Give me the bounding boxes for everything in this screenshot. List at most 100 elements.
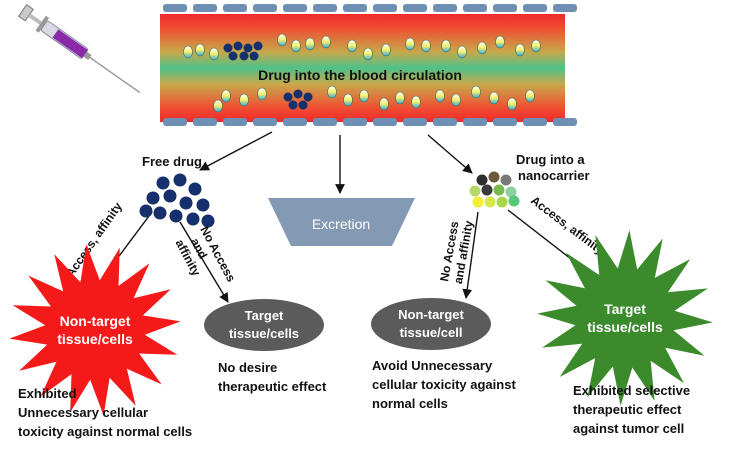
- vessel-wall-tile: [283, 4, 307, 12]
- arrow-free-no-access: [179, 221, 229, 303]
- vessel-wall-tile: [493, 4, 517, 12]
- red-blood-cell: [441, 39, 451, 53]
- free-drug-label: Free drug: [142, 154, 202, 169]
- red-blood-cell: [495, 35, 505, 49]
- svg-text:therapeutic effect: therapeutic effect: [218, 379, 327, 394]
- excretion-box: Excretion: [268, 198, 415, 246]
- blood-vessel: Drug into the blood circulation: [160, 4, 577, 126]
- vessel-wall-tile: [373, 118, 397, 126]
- nanocarrier-label: Drug into a nanocarrier: [516, 152, 590, 183]
- arrow-to-free-drug: [199, 131, 273, 171]
- vessel-wall-tile: [463, 4, 487, 12]
- svg-text:Non-target: Non-target: [398, 307, 464, 322]
- vessel-wall-tile: [373, 4, 397, 12]
- red-star-shape: [9, 244, 181, 416]
- svg-text:Drug into a: Drug into a: [516, 152, 585, 167]
- vessel-wall-tile: [163, 4, 187, 12]
- svg-text:against tumor cell: against tumor cell: [573, 421, 684, 436]
- red-blood-cell: [195, 43, 205, 57]
- nanocarrier-cluster: [469, 171, 520, 208]
- free-drug-cluster: [139, 173, 215, 228]
- free-drug-no-access-label: No Access and affinity: [173, 224, 239, 285]
- red-blood-cell: [451, 93, 461, 107]
- svg-text:tissue/cells: tissue/cells: [587, 319, 663, 335]
- svg-text:Target: Target: [245, 308, 284, 323]
- red-blood-cell: [277, 33, 287, 47]
- caption-nano-non-target: Avoid Unnecessary cellular toxicity agai…: [372, 358, 516, 411]
- red-blood-cell: [359, 89, 369, 103]
- vessel-label: Drug into the blood circulation: [258, 67, 462, 83]
- red-blood-cell: [239, 93, 249, 107]
- vessel-wall-tile: [433, 118, 457, 126]
- svg-text:Target: Target: [604, 301, 646, 317]
- vessel-wall-tile: [433, 4, 457, 12]
- ellipse-shape: [371, 298, 491, 350]
- red-blood-cell: [209, 47, 219, 61]
- svg-text:Avoid Unnecessary: Avoid Unnecessary: [372, 358, 493, 373]
- red-blood-cell: [507, 97, 517, 111]
- vessel-wall-tile: [223, 118, 247, 126]
- arrow-nano-no-access: [462, 211, 479, 299]
- vessel-wall-tile: [523, 118, 547, 126]
- vessel-wall-tile: [523, 4, 547, 12]
- vessel-wall-tile: [193, 4, 217, 12]
- red-blood-cell: [395, 91, 405, 105]
- red-blood-cell: [477, 41, 487, 55]
- vessel-wall-tile: [553, 4, 577, 12]
- red-blood-cell: [305, 37, 315, 51]
- vessel-wall-tile: [403, 4, 427, 12]
- svg-text:nanocarrier: nanocarrier: [518, 168, 590, 183]
- nanocarrier-access-label: Access, affinity: [528, 193, 607, 257]
- excretion-shape: [268, 198, 415, 246]
- svg-text:cellular toxicity against: cellular toxicity against: [372, 377, 516, 392]
- red-blood-cell: [183, 45, 193, 59]
- red-blood-cell: [221, 89, 231, 103]
- red-blood-cell: [405, 37, 415, 51]
- red-blood-cell: [343, 93, 353, 107]
- ellipse-shape: [204, 299, 324, 351]
- svg-text:Non-target: Non-target: [60, 313, 131, 329]
- vessel-wall-tile: [463, 118, 487, 126]
- arrow-to-nanocarrier: [427, 134, 473, 174]
- green-star-shape: [537, 230, 713, 406]
- red-blood-cell: [327, 85, 337, 99]
- svg-text:Exhibited selective: Exhibited selective: [573, 383, 690, 398]
- vessel-wall-tile: [193, 118, 217, 126]
- red-blood-cell: [515, 43, 525, 57]
- vessel-wall-tiles: [163, 4, 577, 126]
- drug-cluster-bottom: [283, 89, 313, 110]
- red-blood-cell: [421, 39, 431, 53]
- red-blood-cell: [321, 35, 331, 49]
- vessel-wall-tile: [223, 4, 247, 12]
- red-blood-cell: [435, 89, 445, 103]
- red-blood-cell: [213, 99, 223, 113]
- svg-text:toxicity against normal cells: toxicity against normal cells: [18, 424, 192, 439]
- vessel-wall-tile: [313, 118, 337, 126]
- red-blood-cell: [525, 89, 535, 103]
- svg-text:tissue/cells: tissue/cells: [57, 331, 133, 347]
- svg-text:No desire: No desire: [218, 360, 277, 375]
- nanocarrier-no-access-label: No Access and affinity: [437, 219, 476, 285]
- red-blood-cell: [347, 39, 357, 53]
- excretion-label: Excretion: [312, 216, 370, 232]
- red-blood-cell: [411, 95, 421, 109]
- svg-text:tissue/cell: tissue/cell: [400, 325, 463, 340]
- vessel-wall-tile: [343, 118, 367, 126]
- caption-free-non-target: Exhibited Unnecessary cellular toxicity …: [18, 386, 192, 439]
- vessel-wall-tile: [253, 118, 277, 126]
- red-blood-cell: [363, 47, 373, 61]
- vessel-wall-tile: [403, 118, 427, 126]
- svg-text:normal cells: normal cells: [372, 396, 448, 411]
- svg-text:Unnecessary cellular: Unnecessary cellular: [18, 405, 148, 420]
- target-star-green: Target tissue/cells: [537, 230, 713, 406]
- caption-nano-target: Exhibited selective therapeutic effect a…: [573, 383, 690, 436]
- vessel-wall-tile: [313, 4, 337, 12]
- red-blood-cell: [257, 87, 267, 101]
- vessel-wall-tile: [553, 118, 577, 126]
- non-target-star-red: Non-target tissue/cells: [9, 244, 181, 416]
- svg-text:tissue/cells: tissue/cells: [229, 326, 299, 341]
- red-blood-cell: [489, 91, 499, 105]
- vessel-wall-tile: [163, 118, 187, 126]
- red-blood-cell: [457, 45, 467, 59]
